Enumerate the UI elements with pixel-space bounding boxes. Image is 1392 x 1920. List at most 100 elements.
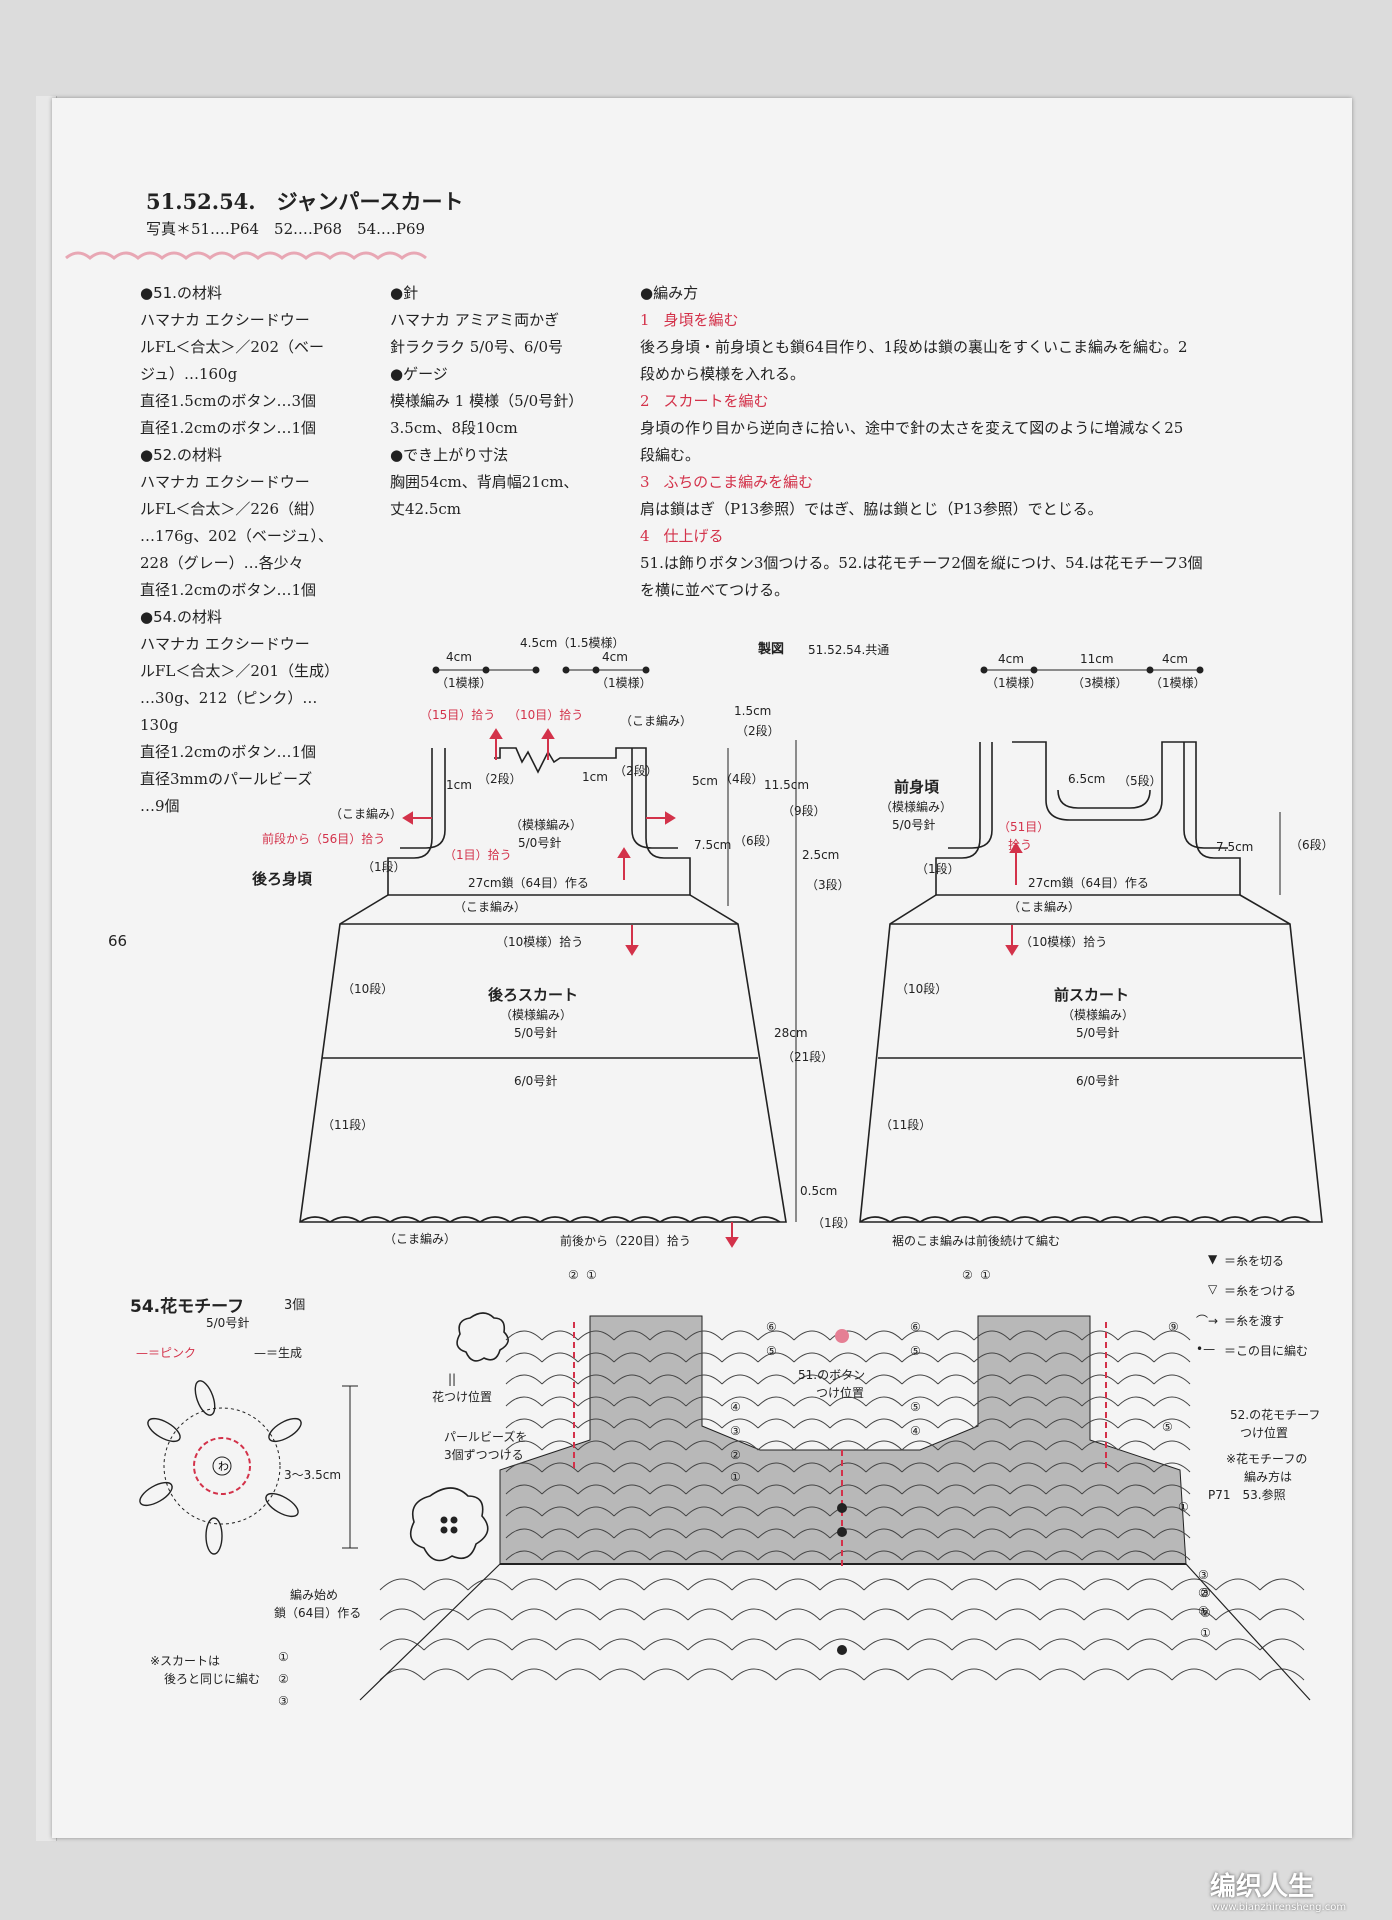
row-mark: ⑨	[1168, 1320, 1179, 1334]
step-text: 身頃の作り目から逆向きに拾い、途中で針の太さを変えて図のように増減なく25	[640, 419, 1184, 437]
row-mark: ⑤	[910, 1344, 921, 1358]
legend-carry: ＝糸を渡す	[1224, 1314, 1285, 1328]
front-dim-center: 11cm	[1080, 652, 1114, 666]
step-title: 身頃を編む	[663, 311, 739, 329]
back-edge-top: （こま編み）	[620, 714, 693, 728]
row-mark: ⑤	[1162, 1420, 1173, 1434]
step-number: 4	[640, 527, 650, 545]
row-mark: ①	[730, 1470, 741, 1484]
back-left-rows: （1段）	[362, 860, 406, 874]
material-line: ●針	[390, 284, 419, 302]
back-side-3: （4段）	[720, 772, 764, 786]
step-heading: 2 スカートを編む	[640, 388, 1203, 415]
back-red-15: （15目）拾う	[420, 708, 496, 722]
step-number: 2	[640, 392, 650, 410]
front-dim-left: 4cm	[998, 652, 1024, 666]
back-red-56: 前段から（56目）拾う	[262, 832, 386, 846]
back-chain: 27cm鎖（64目）作る	[468, 876, 589, 890]
back-neck-1cm-left: 1cm	[446, 778, 472, 792]
flower-pos-label: 花つけ位置	[432, 1390, 493, 1404]
front-neck-rows: （5段）	[1118, 774, 1162, 788]
front-dim-center-sub: （3模様）	[1072, 676, 1128, 690]
material-line: 直径1.2cmのボタン…1個	[140, 581, 317, 599]
material-line: …176g、202（ベージュ）、	[140, 527, 334, 545]
material-line: ルFL＜合太＞／226（紺）	[140, 500, 324, 518]
material-line: 130g	[140, 716, 179, 734]
front-red-pick: 拾う	[1008, 838, 1033, 852]
back-skirt-pattern: （模様編み）	[500, 1008, 573, 1022]
material-line: 3.5cm、8段10cm	[390, 419, 518, 437]
step-title: ふちのこま編みを編む	[663, 473, 814, 491]
back-edge-bottom: （こま編み）	[454, 900, 527, 914]
flower-pos-mark: ||	[448, 1372, 457, 1386]
back-hem-edge: （こま編み）	[384, 1232, 457, 1246]
step-number: 3	[640, 473, 650, 491]
back-skirt-height-rows: （21段）	[782, 1050, 834, 1064]
back-pattern: （模様編み）	[510, 818, 583, 832]
material-line: ●54.の材料	[140, 608, 222, 626]
start-line-1: 編み始め	[290, 1588, 339, 1602]
back-dim-left: 4cm	[446, 650, 472, 664]
back-dim-right-sub: （1模様）	[596, 676, 652, 690]
row-mark: ⑥	[766, 1320, 777, 1334]
back-red-10: （10目）拾う	[508, 708, 584, 722]
back-side-edge: （こま編み）	[330, 807, 403, 821]
row-mark: ④	[730, 1400, 741, 1414]
beads-line-2: 3個ずつつける	[444, 1448, 524, 1462]
front-pick: （10模様）拾う	[1020, 935, 1108, 949]
button-label-2: つけ位置	[816, 1386, 865, 1400]
back-hem-rows: （1段）	[812, 1216, 856, 1230]
front-skirt-name: 前スカート	[1054, 986, 1130, 1004]
step-text: 肩は鎖はぎ（P13参照）ではぎ、脇は鎖とじ（P13参照）でとじる。	[640, 500, 1103, 518]
beads-line-1: パールビーズを	[444, 1430, 528, 1444]
legend-join: ＝糸をつける	[1224, 1284, 1297, 1298]
back-side-6: 11.5cm	[764, 778, 810, 792]
motif-needle: 5/0号針	[206, 1316, 250, 1330]
motif52-label-2: つけ位置	[1240, 1426, 1289, 1440]
materials-column-2: ●針ハマナカ アミアミ両かぎ針ラクラク 5/0号、6/0号●ゲージ模様編み 1 …	[390, 280, 583, 523]
back-hem-pick: 前後から（220目）拾う	[560, 1234, 691, 1248]
back-bodice-name: 後ろ身頃	[252, 870, 313, 888]
front-pattern: （模様編み）	[880, 800, 953, 814]
front-dim-left-sub: （1模様）	[986, 676, 1042, 690]
back-side-8: 2.5cm	[802, 848, 840, 862]
material-line: ルFL＜合太＞／202（ベー	[140, 338, 324, 356]
motif-size: 3〜3.5cm	[284, 1468, 342, 1482]
front-side-rows: （6段）	[1290, 838, 1334, 852]
front-side: 7.5cm	[1216, 840, 1254, 854]
ring-label: わ	[218, 1460, 229, 1473]
material-line: …30g、212（ピンク）…	[140, 689, 318, 707]
page-title: 51.52.54. ジャンパースカート	[146, 189, 464, 214]
material-line: 直径1.2cmのボタン…1個	[140, 743, 317, 761]
row-mark: ②	[568, 1268, 579, 1282]
scallop-decoration	[65, 251, 427, 260]
step-number: 1	[640, 311, 650, 329]
step-title: スカートを編む	[663, 392, 769, 410]
materials-column-1: ●51.の材料ハマナカ エクシードウールFL＜合太＞／202（ベージュ）…160…	[140, 280, 339, 820]
row-mark: ③	[1198, 1568, 1209, 1582]
row-mark: ②	[730, 1448, 741, 1462]
step-text: を横に並べてつける。	[640, 581, 790, 599]
material-line: 直径1.5cmのボタン…3個	[140, 392, 317, 410]
back-dim-left-sub: （1模様）	[436, 676, 492, 690]
motif-note-1: ※花モチーフの	[1226, 1452, 1308, 1466]
back-side-1: 1.5cm	[734, 704, 772, 718]
back-skirt-rows-1: （10段）	[342, 982, 394, 996]
step-text: 51.は飾りボタン3個つける。52.は花モチーフ2個を縦につけ、54.は花モチー…	[640, 554, 1203, 572]
row-mark: ②	[1200, 1606, 1211, 1620]
back-neck-rows-right: （2段）	[614, 764, 658, 778]
back-side-9: （3段）	[806, 878, 850, 892]
schematic-heading: 製図	[758, 642, 785, 657]
material-line: ●ゲージ	[390, 365, 448, 383]
step-title: 仕上げる	[663, 527, 724, 545]
legend-natural: —＝生成	[254, 1346, 303, 1360]
row-mark: ⑤	[766, 1344, 777, 1358]
page-number: 66	[108, 932, 128, 950]
back-pick: （10模様）拾う	[496, 935, 584, 949]
back-dim-right: 4cm	[602, 650, 628, 664]
back-neck-rows-left: （2段）	[478, 772, 522, 786]
back-skirt-name: 後ろスカート	[488, 986, 579, 1004]
front-hem-note: 裾のこま編みは前後続けて編む	[892, 1234, 1061, 1248]
skirt-note-1: ※スカートは	[150, 1654, 221, 1668]
